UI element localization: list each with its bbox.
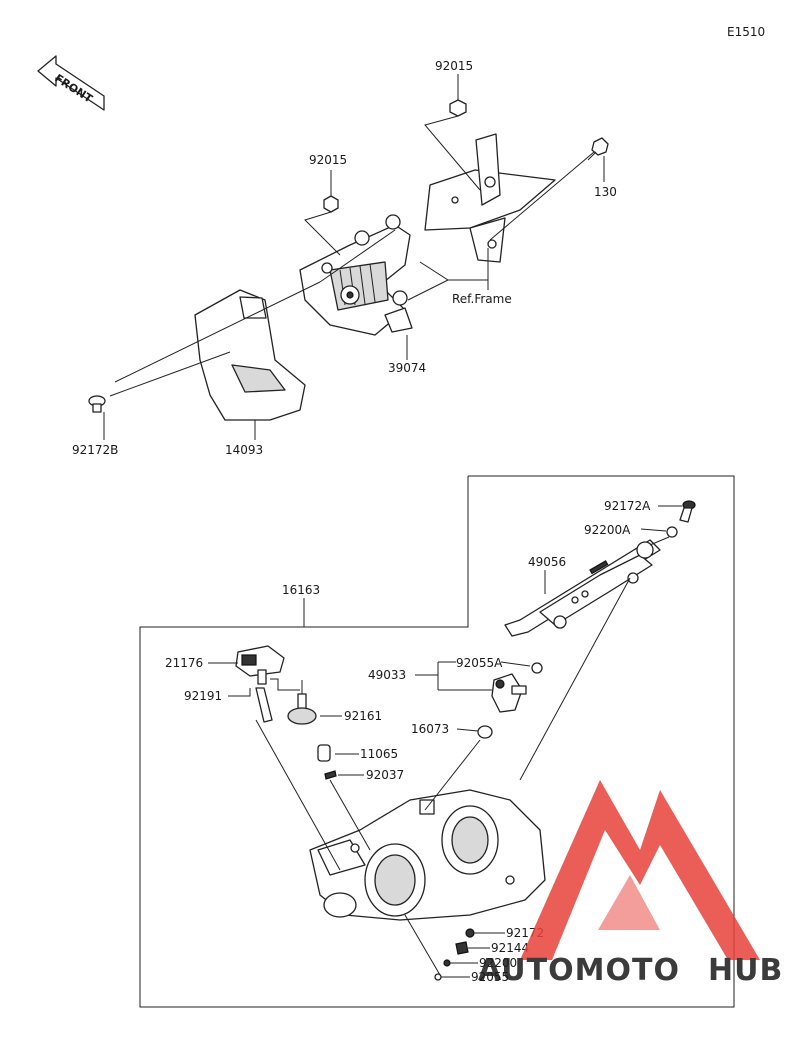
seal-16073-drawing	[477, 725, 493, 739]
screw-92172-drawing	[465, 928, 475, 938]
leader-lines-upper	[103, 74, 605, 440]
label-16163: 16163	[282, 583, 320, 597]
label-49033: 49033	[368, 668, 406, 682]
watermark-brand-automoto: AUTOMOTO	[478, 953, 680, 988]
throttle-body-drawing	[309, 789, 546, 921]
nut-92015-mid-drawing	[323, 195, 339, 213]
sensor-21176-drawing	[235, 645, 285, 685]
label-130: 130	[594, 185, 617, 199]
bolt-130-drawing	[587, 137, 609, 161]
washer-92200A-drawing	[666, 526, 678, 538]
sensor-bracket-drawing	[299, 214, 413, 336]
front-arrow-icon	[37, 55, 105, 111]
label-92144: 92144	[491, 941, 529, 955]
label-11065: 11065	[360, 747, 398, 761]
watermark-brand-hub: HUB	[708, 953, 783, 988]
assembly-group-frame	[139, 475, 735, 1008]
label-92172A: 92172A	[604, 499, 651, 513]
cap-11065-drawing	[317, 744, 331, 762]
hose-92191-drawing	[255, 687, 273, 723]
label-92161: 92161	[344, 709, 382, 723]
delivery-pipe-49056-drawing	[504, 539, 661, 637]
front-direction-badge: FRONT	[37, 55, 105, 111]
label-14093: 14093	[225, 443, 263, 457]
label-92200: 92200	[479, 956, 517, 970]
label-92055A: 92055A	[456, 656, 503, 670]
injector-49033-drawing	[491, 673, 527, 713]
label-49056: 49056	[528, 555, 566, 569]
spring-92144-drawing	[455, 941, 469, 955]
watermark-inner-triangle-icon	[598, 875, 660, 930]
label-92172B: 92172B	[72, 443, 118, 457]
label-ref-frame: Ref.Frame	[452, 292, 512, 306]
cover-drawing	[194, 289, 306, 421]
watermark-mountain-icon	[520, 780, 760, 960]
sensor-92161-drawing	[287, 693, 317, 725]
frame-bracket-drawing	[424, 133, 556, 263]
nut-92015-top-drawing	[449, 99, 467, 117]
label-92055: 92055	[471, 970, 509, 984]
label-39074: 39074	[388, 361, 426, 375]
bolt-92172A-drawing	[679, 500, 696, 523]
label-92037: 92037	[366, 768, 404, 782]
leader-lines-lower	[208, 505, 682, 978]
label-92200A: 92200A	[584, 523, 631, 537]
watermark-logo: AUTOMOTO HUB	[478, 780, 783, 988]
label-92015-mid: 92015	[309, 153, 347, 167]
screw-92172B-drawing	[88, 395, 106, 413]
diagram-code: E1510	[727, 25, 765, 39]
clip-92037-drawing	[324, 770, 337, 780]
washer-92200-drawing	[443, 959, 451, 967]
label-92015-top: 92015	[435, 59, 473, 73]
label-92191: 92191	[184, 689, 222, 703]
oring-92055A-drawing	[531, 662, 543, 674]
label-16073: 16073	[411, 722, 449, 736]
label-21176: 21176	[165, 656, 203, 670]
